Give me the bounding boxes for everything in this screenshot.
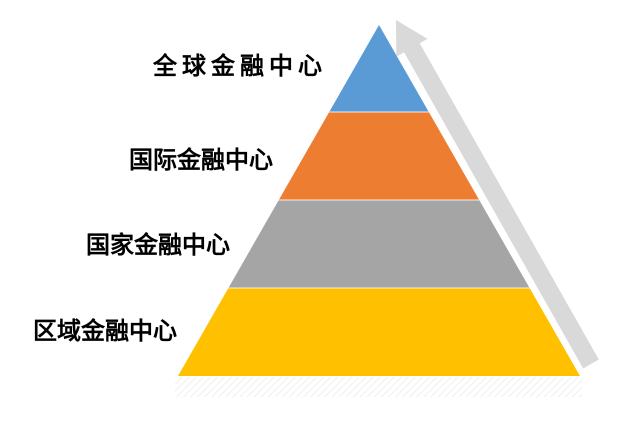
level-label-global: 全球金融中心: [153, 53, 327, 80]
upward-arrow-icon: [396, 20, 599, 369]
pyramid-level-regional: [178, 288, 580, 376]
level-label-national: 国家金融中心: [86, 232, 230, 259]
level-label-international: 国际金融中心: [129, 147, 273, 174]
level-label-regional: 区域金融中心: [33, 318, 177, 345]
pyramid-level-national: [228, 200, 530, 288]
pyramid-level-global: [329, 25, 429, 112]
pyramid-base-shadow: [175, 377, 582, 397]
pyramid-level-international: [278, 112, 480, 200]
